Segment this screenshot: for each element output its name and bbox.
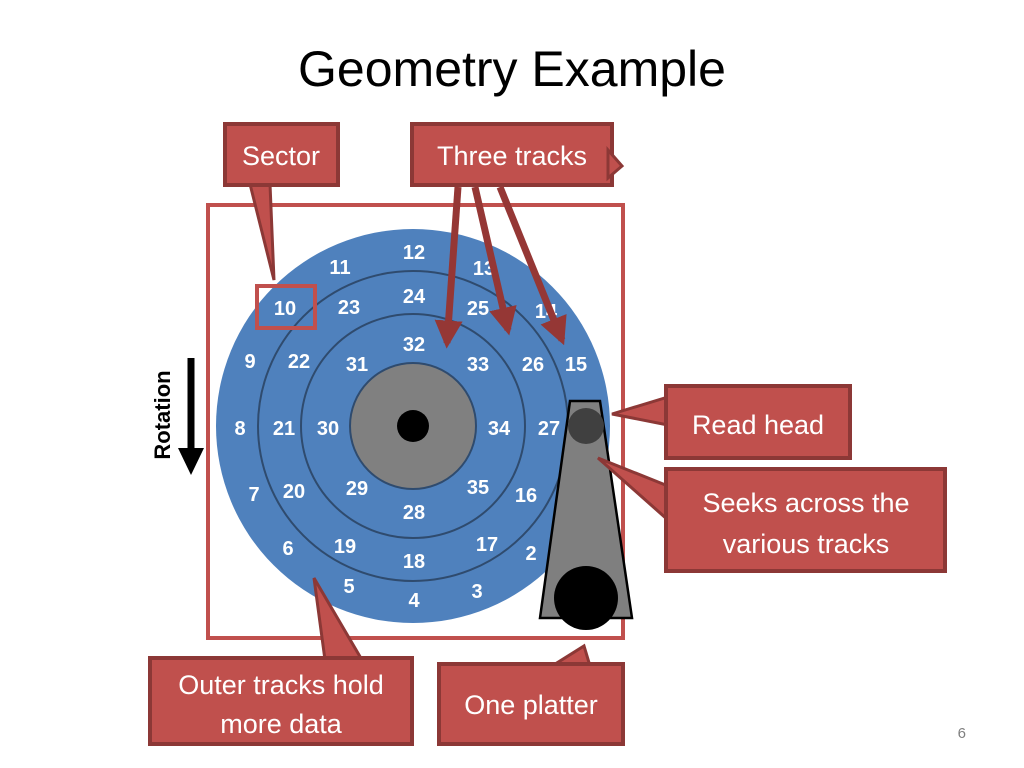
spindle	[397, 410, 429, 442]
sector-callout-text: Sector	[242, 141, 320, 171]
sector-label: 8	[234, 418, 245, 440]
sector-label: 12	[403, 242, 425, 264]
sector-label: 27	[538, 418, 560, 440]
rotation-label: Rotation	[150, 370, 175, 459]
sector-label: 30	[317, 418, 339, 440]
outer-tracks-callout	[148, 656, 414, 746]
sector-label: 17	[476, 534, 498, 556]
sector-label: 25	[467, 298, 489, 320]
sector-label: 5	[343, 576, 354, 598]
sector-label: 3	[471, 581, 482, 603]
track-arrow-middle	[471, 186, 517, 336]
read-head-callout	[664, 384, 852, 460]
sector-label: 11	[329, 257, 350, 279]
platter-box	[206, 203, 625, 640]
one-platter-callout	[437, 662, 625, 746]
sector-label: 33	[467, 354, 489, 376]
sector-label: 21	[273, 418, 295, 440]
sector-label: 2	[525, 543, 536, 565]
three-tracks-callout-text: Three tracks	[437, 141, 587, 171]
sector-label: 26	[522, 354, 544, 376]
sector-label: 28	[403, 502, 425, 524]
sector-label: 9	[244, 351, 255, 373]
sector-label: 29	[346, 478, 368, 500]
rotation-arrow-head	[178, 448, 204, 475]
sector-label: 6	[282, 538, 293, 560]
seeks-callout-text-line2: various tracks	[723, 529, 890, 559]
sector-label: 19	[334, 536, 356, 558]
sector-callout	[223, 122, 340, 187]
track-arrow-outer	[496, 185, 567, 346]
sector-label: 31	[346, 354, 368, 376]
sector-label: 22	[288, 351, 310, 373]
sector-callout-pointer	[248, 182, 276, 281]
arm-pivot	[554, 566, 618, 630]
sector-label: 16	[515, 485, 537, 507]
outer-tracks-callout-text-line1: Outer tracks hold	[178, 670, 384, 700]
seeks-callout-text-line1: Seeks across the	[702, 488, 909, 518]
sector-label: 20	[283, 481, 305, 503]
sector-label: 15	[565, 354, 587, 376]
outer-tracks-callout-text-line2: more data	[220, 709, 343, 739]
track-arrow-inner	[434, 186, 463, 349]
read-head-callout-text: Read head	[692, 410, 824, 440]
sector-label: 32	[403, 334, 425, 356]
sector-label: 35	[467, 477, 489, 499]
sector-label: 7	[248, 484, 259, 506]
sector-label: 24	[403, 286, 426, 308]
read-head	[568, 408, 604, 444]
sector-label: 4	[408, 590, 420, 612]
seeks-callout	[664, 467, 947, 573]
three-tracks-callout-tail	[606, 146, 625, 182]
sector-label: 34	[488, 418, 511, 440]
sector-label: 18	[403, 551, 425, 573]
slide-title: Geometry Example	[298, 41, 726, 97]
sector-highlight	[255, 284, 317, 330]
page-number: 6	[957, 725, 966, 742]
disk-arm	[538, 399, 634, 620]
read-head-callout-pointer	[611, 394, 670, 427]
one-platter-callout-text: One platter	[464, 690, 598, 720]
sector-label: 10	[274, 298, 296, 320]
sector-label: 23	[338, 297, 360, 319]
